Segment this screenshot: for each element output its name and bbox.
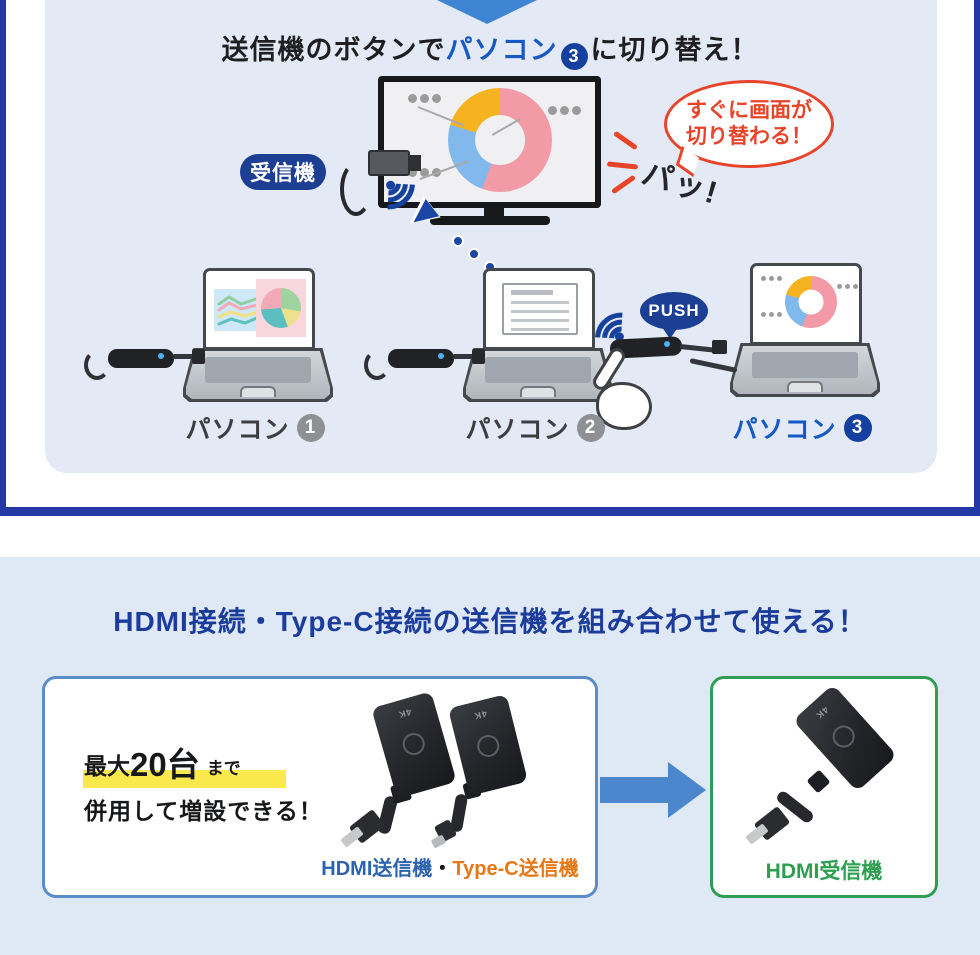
laptop-pc2-screen bbox=[483, 268, 595, 350]
4k-marking: 4K bbox=[397, 706, 413, 720]
speech-line1: すぐに画面が bbox=[686, 99, 812, 122]
flow-arrow-head bbox=[668, 762, 706, 818]
laptop-pc1-screen bbox=[203, 268, 315, 350]
transmitter-cable bbox=[172, 354, 194, 359]
expand-line: 併用して増設できる！ bbox=[84, 798, 323, 824]
title-pre: 送信機のボタンで bbox=[221, 35, 446, 65]
tv-stand-base bbox=[430, 216, 550, 225]
chart-annotation-dots bbox=[761, 276, 782, 281]
pie-chart-card bbox=[256, 279, 306, 337]
receiver-cable bbox=[340, 162, 372, 216]
laptop-label-text: パソコン bbox=[185, 416, 290, 444]
transmitter-cable-loop bbox=[84, 350, 110, 380]
transmitter-led bbox=[664, 341, 670, 347]
laptop-pc3-base bbox=[730, 343, 880, 397]
chart-annotation-dots bbox=[408, 94, 441, 103]
hand-fist bbox=[596, 382, 652, 430]
hdmi-transmitter-label: HDMI送信機 bbox=[321, 858, 433, 880]
chart-annotation-dots bbox=[548, 106, 581, 115]
max-prefix: 最大 bbox=[84, 753, 130, 779]
transmitter-plug bbox=[712, 340, 727, 354]
line-chart-card bbox=[214, 289, 262, 331]
transmitter-led bbox=[158, 353, 164, 359]
laptop-label-text: パソコン bbox=[732, 416, 837, 444]
pie-chart bbox=[261, 288, 301, 328]
laptop-pc3-label: パソコン 3 bbox=[687, 410, 917, 446]
4k-marking: 4K bbox=[472, 708, 489, 722]
transmitter-plug bbox=[472, 349, 485, 364]
transmitter-dongle-pc2 bbox=[388, 349, 454, 368]
laptop-number-badge: 2 bbox=[576, 414, 605, 442]
receiver-dongle bbox=[368, 150, 410, 176]
document-graphic bbox=[502, 283, 578, 335]
signal-trail-dot bbox=[452, 235, 464, 247]
tv-monitor bbox=[378, 76, 601, 208]
transmitter-led bbox=[438, 353, 444, 359]
typec-transmitter-label: Type-C送信機 bbox=[452, 858, 579, 880]
transmitter-cable bbox=[452, 354, 474, 359]
transmitter-button bbox=[474, 732, 502, 760]
tv-stand-post bbox=[484, 208, 504, 218]
transmitter-button bbox=[400, 730, 428, 758]
donut-chart bbox=[448, 88, 552, 192]
laptop-pc1-base bbox=[183, 348, 333, 402]
laptop-pc2-label: パソコン 2 bbox=[420, 410, 650, 446]
speech-bubble: すぐに画面が 切り替わる！ bbox=[664, 80, 834, 168]
laptop-pc1 bbox=[183, 268, 333, 408]
laptop-pc3-screen bbox=[750, 263, 862, 345]
4k-marking: 4K bbox=[813, 704, 831, 721]
title-post: に切り替え！ bbox=[590, 35, 759, 65]
speech-line2: 切り替わる！ bbox=[686, 125, 812, 148]
transmitters-caption: HDMI送信機・Type-C送信機 bbox=[300, 852, 600, 881]
max-value: 20台 bbox=[130, 746, 200, 783]
laptop-number-badge: 1 bbox=[296, 414, 325, 442]
laptop-pc3 bbox=[730, 263, 880, 403]
receiver-hdmi-plug bbox=[408, 155, 421, 171]
flow-arrow bbox=[600, 777, 670, 803]
laptop-pc2 bbox=[463, 268, 613, 408]
title-highlight: パソコン bbox=[445, 35, 558, 65]
transmitter-plug bbox=[192, 349, 205, 364]
receiver-badge: 受信機 bbox=[240, 154, 326, 190]
frame-border-right bbox=[974, 0, 980, 516]
transmitter-cable-loop bbox=[364, 350, 390, 380]
label-separator: ・ bbox=[432, 858, 453, 880]
push-bubble: PUSH bbox=[640, 292, 708, 339]
laptop-pc1-label: パソコン 1 bbox=[140, 410, 370, 446]
frame-border-left bbox=[0, 0, 6, 516]
max-units-line: 最大 20台 まで bbox=[84, 748, 241, 781]
donut-chart-mini bbox=[785, 276, 837, 328]
laptop-pc2-base bbox=[463, 348, 613, 402]
bottom-heading: HDMI接続・Type-C接続の送信機を組み合わせて使える！ bbox=[113, 606, 867, 637]
chart-annotation-dots bbox=[837, 284, 858, 289]
signal-trail-dot bbox=[468, 248, 480, 260]
chart-annotation-dots bbox=[761, 312, 782, 317]
laptop-label-text: パソコン bbox=[465, 416, 570, 444]
frame-border-bottom bbox=[0, 507, 980, 516]
line-chart bbox=[217, 295, 259, 326]
transmitter-dongle-pc1 bbox=[108, 349, 174, 368]
receiver-caption: HDMI受信機 bbox=[765, 860, 883, 883]
tv-screen bbox=[384, 82, 595, 202]
yellow-highlight bbox=[83, 770, 286, 788]
pc3-number-badge: 3 bbox=[560, 43, 588, 70]
max-suffix: まで bbox=[206, 759, 241, 778]
laptop-number-badge: 3 bbox=[843, 414, 872, 442]
receiver-button bbox=[828, 720, 860, 753]
